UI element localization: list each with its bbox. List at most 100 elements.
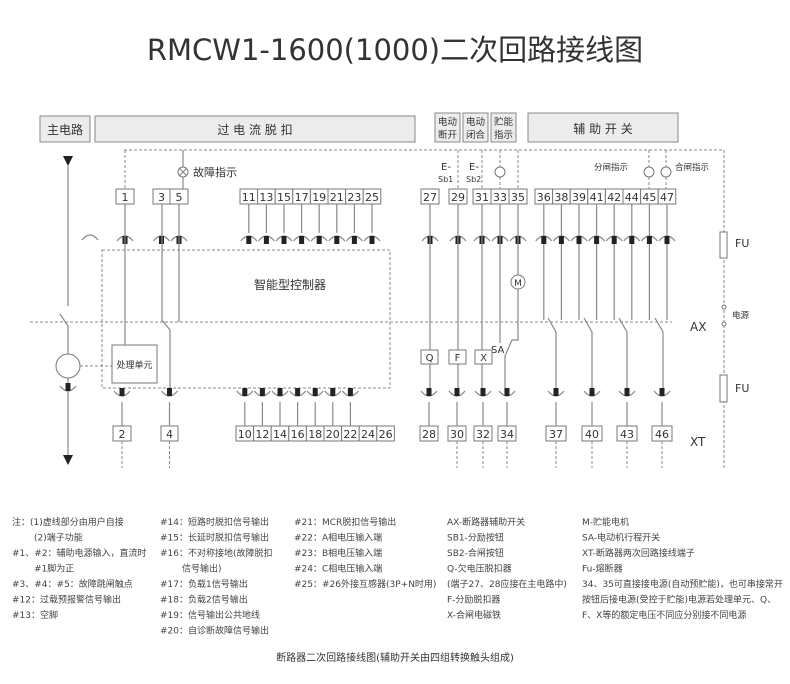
header-charge-box (490, 112, 517, 143)
note-line: #22：A相电压输入端 (294, 532, 382, 544)
main-arc (81, 234, 99, 241)
fuse-top-icon (719, 231, 728, 259)
header-overcurrent: 过 电 流 脱 扣 (217, 122, 292, 137)
ax-label: AX (690, 320, 706, 334)
terminal-38-label: 38 (554, 191, 568, 204)
note-line: #18：负载2信号输出 (160, 594, 248, 606)
fu-top-label: FU (735, 237, 749, 250)
connector-pin (480, 388, 486, 396)
note-line: 34、35可直接接电源(自动预贮能)，也可串接常开 (582, 578, 783, 590)
dashed-power-line (124, 149, 725, 468)
connector-pin (259, 388, 265, 396)
sa-label: SA (491, 345, 505, 356)
connector-pin (316, 236, 322, 244)
motor-icon (510, 274, 526, 290)
connector-pin (426, 388, 432, 396)
connector-pin (351, 236, 357, 244)
connector-pin (629, 236, 635, 244)
charge-lamp-icon (494, 166, 506, 178)
header-elec-open-box (434, 112, 461, 143)
terminal-21-label: 21 (330, 191, 344, 204)
note-line: SB2-合闸按钮 (447, 547, 504, 559)
terminal-23-label: 23 (347, 191, 361, 204)
note-line: X-合闸电磁铁 (447, 609, 501, 621)
connector-pin (277, 388, 283, 396)
terminal-27-label: 27 (423, 191, 437, 204)
terminal-16-label: 16 (291, 428, 305, 441)
processing-unit-label: 处理单元 (116, 359, 152, 371)
terminal-32-label: 32 (476, 428, 490, 441)
note-line: #14：短路时脱扣信号输出 (160, 516, 269, 528)
connector-pin (589, 388, 595, 396)
connector-pin (246, 236, 252, 244)
terminal-26 (376, 425, 395, 442)
terminal-33-label: 33 (493, 191, 507, 204)
note-line: (2)端子功能 (34, 532, 83, 544)
note-line: M-贮能电机 (582, 516, 629, 528)
controller-label: 智能型控制器 (254, 277, 326, 292)
note-line: #13：空脚 (12, 609, 58, 621)
connector-pin (281, 236, 287, 244)
connector-pin (664, 236, 670, 244)
open-indicator-label: 分闸指示 (594, 162, 628, 173)
notes: 注：(1)虚线部分由用户自接 (2)端子功能 #1、#2：辅助电源输入，直流时 #1脚… (12, 516, 783, 637)
note-line: 注：(1)虚线部分由用户自接 (12, 516, 124, 528)
caption: 断路器二次回路接线图(辅助开关由四组转换触头组成) (276, 651, 514, 664)
note-line: #1、#2：辅助电源输入，直流时 (12, 547, 147, 559)
connector-pin (312, 388, 318, 396)
note-line: XT-断路器两次回路接线端子 (582, 547, 695, 559)
terminal-11-label: 11 (242, 191, 256, 204)
terminal-3-label: 3 (158, 191, 165, 204)
sb2-label: Sb2 (466, 175, 481, 184)
connector-pin (119, 388, 125, 396)
wire (504, 204, 519, 391)
terminal-24-label: 24 (361, 428, 375, 441)
note-line: #3、#4：#5：故障跳闸触点 (12, 578, 133, 590)
open-lamp-icon (643, 166, 655, 178)
close-lamp-icon (660, 166, 672, 178)
connector-pin (295, 388, 301, 396)
note-line: #1脚为正 (34, 563, 74, 575)
terminal-40-label: 40 (585, 428, 599, 441)
terminal-2-label: 2 (119, 428, 126, 441)
header-main-circuit-box (39, 115, 91, 143)
fuse-bottom-icon (719, 374, 728, 403)
fault-lamp-cross (179, 168, 187, 176)
connector-pin (576, 236, 582, 244)
connector-pin (167, 388, 172, 396)
terminal-20-label: 20 (326, 428, 340, 441)
header-elec-close-2: 闭合 (466, 129, 486, 141)
terminal-37-label: 37 (549, 428, 563, 441)
terminal-39-label: 39 (572, 191, 586, 204)
note-line: #19：信号输出公共地线 (160, 609, 260, 621)
q-box (420, 349, 439, 365)
connector-pin (594, 236, 600, 244)
terminal-17-label: 17 (295, 191, 309, 204)
processing-unit-box (111, 344, 158, 384)
terminal-25-label: 25 (365, 191, 379, 204)
xt-label: XT (690, 435, 706, 449)
q-label: Q (426, 353, 434, 364)
terminal-46-label: 46 (655, 428, 669, 441)
note-line: SB1-分励按钮 (447, 532, 504, 544)
terminal-22-label: 22 (343, 428, 357, 441)
main-circuit-line (59, 166, 69, 455)
header-elec-open-2: 断开 (438, 129, 458, 141)
header-aux-switch: 辅 助 开 关 (573, 122, 632, 136)
current-transformer-icon (55, 353, 81, 379)
fault-indicator-label: 故障指示 (193, 165, 237, 179)
power-terminal-1 (721, 304, 727, 310)
terminal-47-label: 47 (660, 191, 674, 204)
connector-pin (659, 388, 665, 396)
power-label: 电源 (732, 310, 750, 321)
note-line: #17：负载1信号输出 (160, 578, 248, 590)
connector-pin (263, 236, 269, 244)
connector-pin (299, 236, 305, 244)
connector-pin (242, 388, 248, 396)
terminal-44-label: 44 (625, 191, 639, 204)
header-charge-2: 指示 (494, 129, 513, 141)
terminal-10-label: 10 (238, 428, 252, 441)
connector-pin (330, 388, 336, 396)
terminal-1-label: 1 (122, 191, 129, 204)
